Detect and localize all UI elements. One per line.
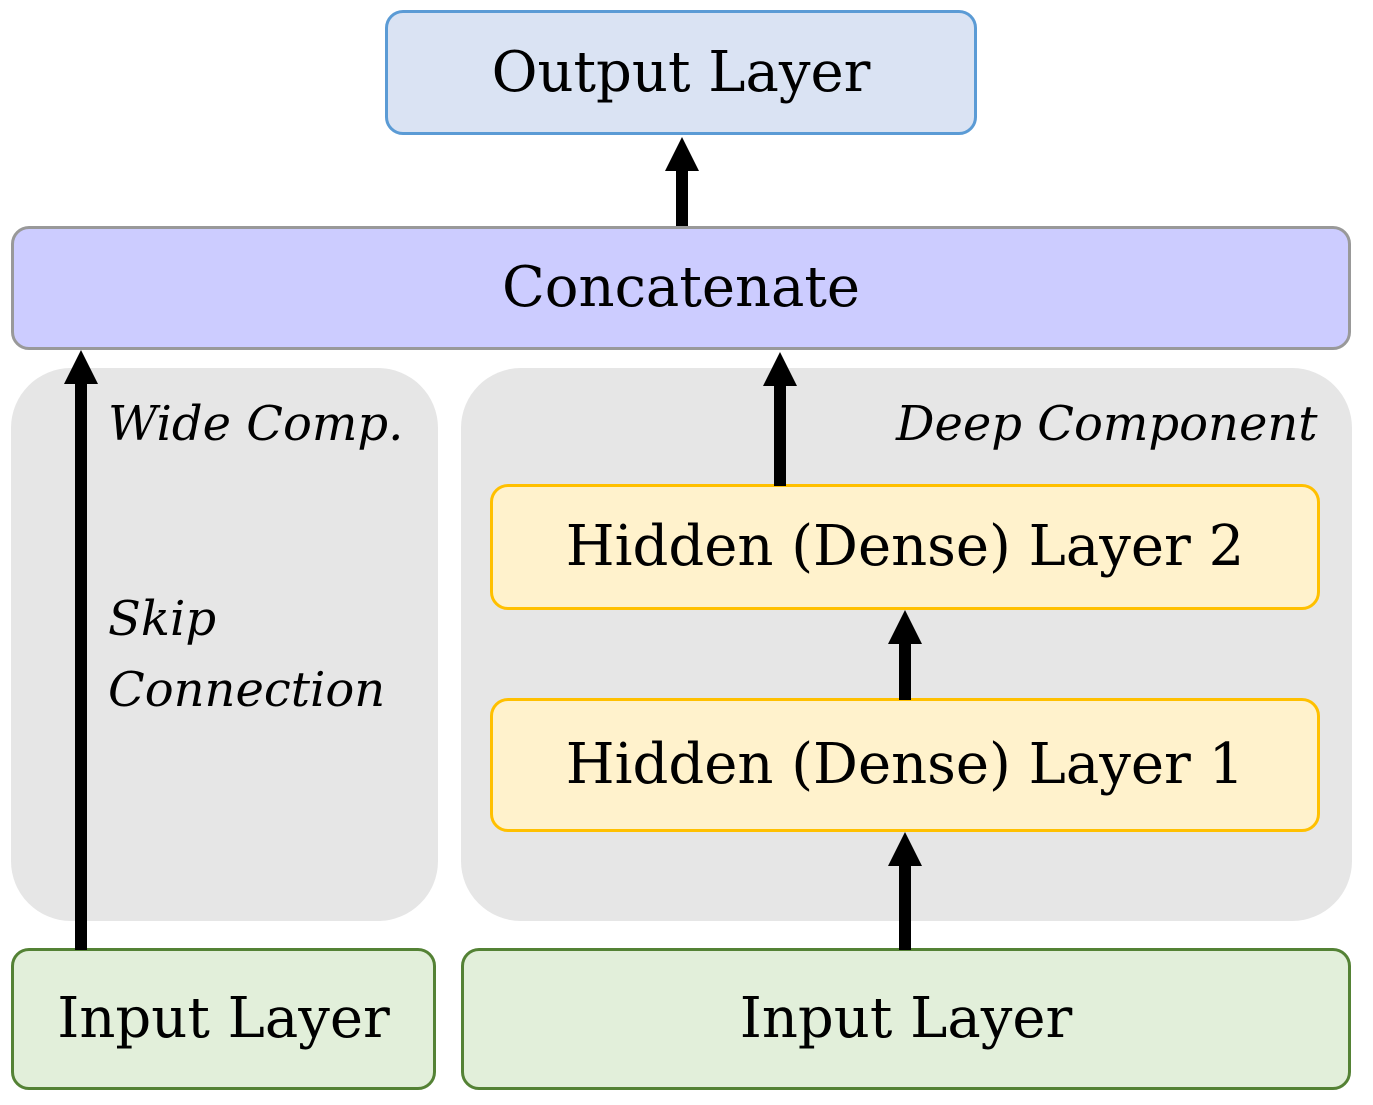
wide-component-title: Wide Comp. — [108, 396, 404, 452]
concatenate-label: Concatenate — [501, 255, 861, 320]
skip-connection-line1: Skip — [108, 591, 217, 647]
input-layer-deep-label: Input Layer — [739, 986, 1073, 1051]
input-layer-wide-box: Input Layer — [11, 948, 436, 1090]
hidden-layer-1-box: Hidden (Dense) Layer 1 — [490, 698, 1320, 832]
skip-connection-line2: Connection — [108, 662, 386, 718]
input-layer-wide-label: Input Layer — [57, 986, 390, 1051]
hidden-layer-2-box: Hidden (Dense) Layer 2 — [490, 484, 1320, 610]
hidden-layer-1-label: Hidden (Dense) Layer 1 — [565, 732, 1245, 797]
deep-component-title: Deep Component — [896, 396, 1318, 452]
output-layer-label: Output Layer — [491, 39, 871, 105]
concatenate-box: Concatenate — [11, 226, 1351, 350]
output-layer-box: Output Layer — [385, 10, 977, 135]
hidden-layer-2-label: Hidden (Dense) Layer 2 — [565, 514, 1245, 579]
input-layer-deep-box: Input Layer — [461, 948, 1351, 1090]
arrow-concat-to-output — [665, 137, 699, 226]
